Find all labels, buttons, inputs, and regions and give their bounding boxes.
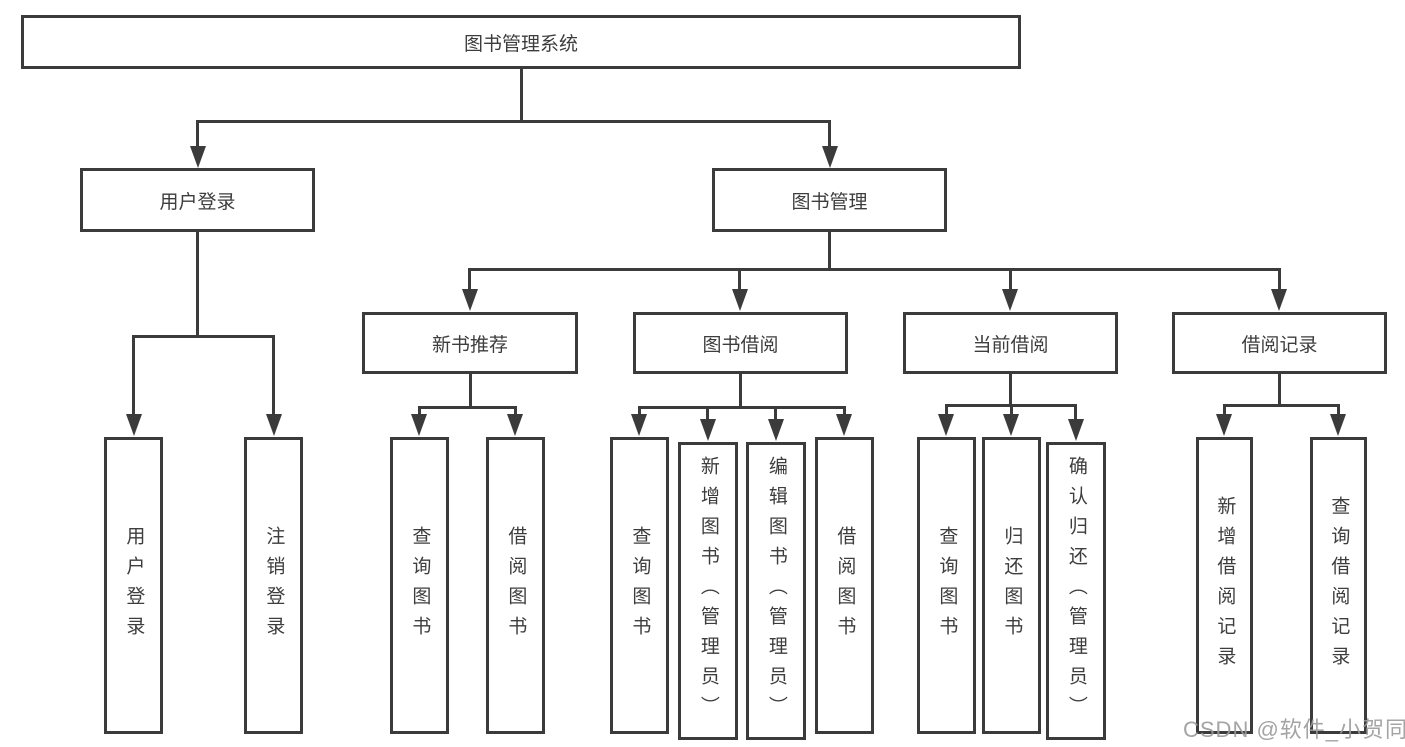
node-label: 借阅图书: [834, 525, 856, 646]
node-label: 新增借阅记录: [1214, 495, 1236, 676]
connector-line: [418, 406, 421, 415]
leaf-cb-query-book: 查询图书: [917, 437, 976, 734]
connector-line: [1223, 404, 1340, 407]
arrowhead-down-icon: [190, 146, 206, 168]
connector-line: [828, 232, 831, 268]
connector-line: [132, 335, 275, 338]
connector-line: [468, 268, 471, 290]
node-label: 查询图书: [409, 525, 431, 646]
leaf-bb-edit-book-admin: 编辑图书（管理员）: [746, 442, 806, 740]
node-label: 当前借阅: [972, 334, 1049, 356]
connector-line: [132, 335, 135, 415]
connector-line: [739, 374, 742, 406]
node-label: 查询借阅记录: [1328, 495, 1350, 676]
node-label: 新书推荐: [431, 334, 508, 356]
leaf-logout: 注销登录: [244, 437, 303, 734]
watermark: CSDN @软件_小贺同学: [1183, 717, 1405, 742]
arrowhead-down-icon: [822, 146, 838, 168]
connector-line: [469, 268, 1280, 271]
arrowhead-down-icon: [1002, 289, 1018, 311]
connector-line: [1337, 404, 1340, 415]
connector-line: [828, 120, 831, 147]
node-label: 编辑图书（管理员）: [765, 456, 787, 726]
connector-line: [514, 406, 517, 415]
arrowhead-down-icon: [631, 414, 647, 436]
leaf-cb-return-book: 归还图书: [982, 437, 1041, 734]
leaf-bb-query-book: 查询图书: [610, 437, 669, 734]
leaf-br-add-record: 新增借阅记录: [1196, 437, 1253, 734]
connector-line: [1223, 404, 1226, 415]
leaf-bb-add-book-admin: 新增图书（管理员）: [678, 442, 738, 740]
node-label: 图书借阅: [702, 334, 779, 356]
node-label: 借阅记录: [1241, 334, 1318, 356]
connector-line: [196, 120, 199, 147]
node-label: 注销登录: [263, 525, 285, 646]
connector-line: [774, 406, 777, 420]
arrowhead-down-icon: [836, 414, 852, 436]
arrowhead-down-icon: [938, 414, 954, 436]
arrowhead-down-icon: [126, 414, 142, 436]
arrowhead-down-icon: [411, 414, 427, 436]
arrowhead-down-icon: [732, 289, 748, 311]
node-book-management: 图书管理: [712, 168, 947, 232]
connector-line: [738, 268, 741, 290]
leaf-user-login: 用户登录: [104, 437, 163, 734]
connector-line: [1278, 374, 1281, 404]
node-borrow-record: 借阅记录: [1172, 312, 1387, 374]
node-user-login: 用户登录: [80, 168, 315, 232]
connector-line: [1074, 404, 1077, 420]
node-label: 图书管理: [791, 191, 868, 213]
connector-line: [1278, 268, 1281, 290]
leaf-br-query-record: 查询借阅记录: [1310, 437, 1367, 734]
node-label: 借阅图书: [505, 525, 527, 646]
connector-line: [638, 406, 641, 415]
arrowhead-down-icon: [1330, 414, 1346, 436]
leaf-cb-confirm-return-admin: 确认归还（管理员）: [1046, 442, 1106, 740]
connector-line: [638, 406, 846, 409]
leaf-bb-borrow-book: 借阅图书: [815, 437, 874, 734]
node-label: 用户登录: [159, 191, 236, 213]
leaf-nb-query-book: 查询图书: [390, 437, 449, 734]
node-label: 确认归还（管理员）: [1065, 456, 1087, 726]
node-current-borrow: 当前借阅: [903, 312, 1118, 374]
arrowhead-down-icon: [700, 419, 716, 441]
arrowhead-down-icon: [1003, 414, 1019, 436]
arrowhead-down-icon: [1068, 419, 1084, 441]
connector-line: [520, 69, 523, 120]
connector-line: [469, 374, 472, 406]
connector-line: [706, 406, 709, 420]
arrowhead-down-icon: [768, 419, 784, 441]
node-new-book-recommend: 新书推荐: [362, 312, 578, 374]
node-label: 图书管理系统: [463, 33, 578, 55]
connector-line: [843, 406, 846, 415]
connector-line: [945, 404, 948, 415]
node-label: 用户登录: [123, 525, 145, 646]
node-label: 查询图书: [629, 525, 651, 646]
arrowhead-down-icon: [1271, 289, 1287, 311]
connector-line: [418, 406, 517, 409]
node-root: 图书管理系统: [21, 15, 1021, 69]
connector-line: [196, 232, 199, 335]
node-label: 新增图书（管理员）: [697, 456, 719, 726]
connector-line: [1010, 404, 1013, 415]
arrowhead-down-icon: [507, 414, 523, 436]
node-label: 归还图书: [1001, 525, 1023, 646]
connector-line: [1009, 268, 1012, 290]
connector-line: [1009, 374, 1012, 404]
arrowhead-down-icon: [266, 414, 282, 436]
leaf-nb-borrow-book: 借阅图书: [486, 437, 545, 734]
connector-line: [272, 335, 275, 415]
arrowhead-down-icon: [1216, 414, 1232, 436]
node-label: 查询图书: [936, 525, 958, 646]
connector-line: [197, 120, 831, 123]
arrowhead-down-icon: [462, 289, 478, 311]
node-book-borrow: 图书借阅: [633, 312, 848, 374]
